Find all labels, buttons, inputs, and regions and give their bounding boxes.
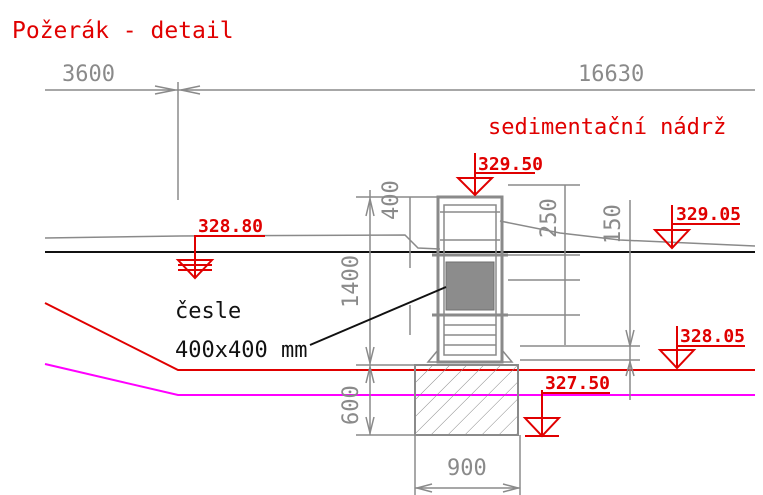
level-marker-foundation [522,390,610,438]
level-foundation-value: 327.50 [545,373,610,394]
mid-height-dimension: 150 [601,204,626,244]
grate-label-name: česle [175,299,241,324]
terrain-lines [44,220,756,250]
total-height-dimension: 1400 [339,255,364,308]
base-width-dimension-line [414,435,521,495]
grate-panel [445,261,495,311]
level-marker-right-bottom [657,326,745,370]
level-right-water-value: 329.05 [676,204,741,225]
grate-label-size: 400x400 mm [175,338,307,363]
top-dimension-line [45,82,755,200]
lower-pipe-line [44,363,755,396]
grate-leader-line [309,286,447,346]
left-span-dimension: 3600 [62,62,115,87]
monk-structure [426,195,514,364]
level-top-value: 329.50 [478,154,543,175]
base-height-dimension: 600 [339,385,364,425]
level-marker-top [455,153,535,197]
drawing-title: Požerák - detail [12,18,234,44]
tank-label: sedimentační nádrž [488,115,726,140]
base-width-dimension: 900 [447,456,487,481]
level-right-bottom-value: 328.05 [680,326,745,347]
foundation-block [414,364,519,436]
tank-bottom-line [44,302,755,371]
level-marker-right-water [652,205,740,250]
level-left-water-value: 328.80 [198,216,263,237]
level-marker-left-water [175,235,265,280]
vertical-dimensions [356,184,640,436]
right-span-dimension: 16630 [578,62,644,87]
upper-gap-dimension: 250 [537,198,562,238]
top-height-dimension: 400 [379,180,404,220]
